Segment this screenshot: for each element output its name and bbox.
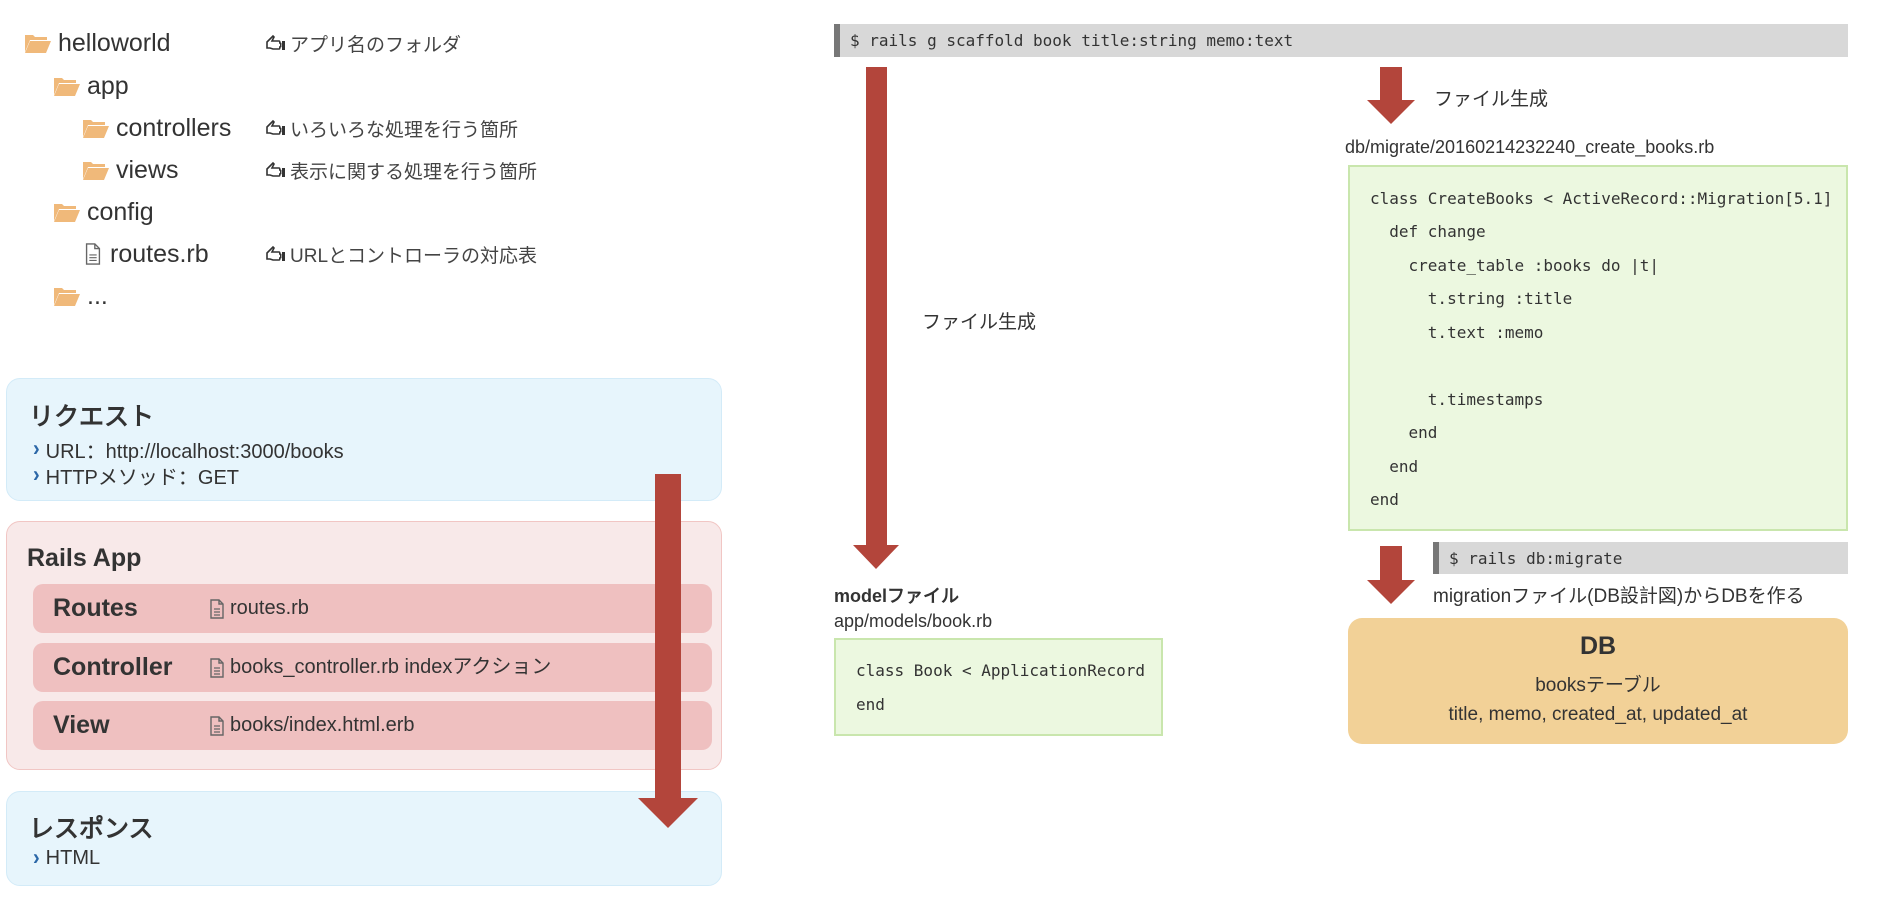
rails-row-file: books_controller.rb indexアクション <box>209 643 551 692</box>
db-title: DB <box>1579 632 1617 660</box>
response-title: レスポンス <box>29 815 154 843</box>
folder-open-icon <box>25 35 51 53</box>
chevron-right-icon: › <box>33 436 40 462</box>
tree-item-label: ... <box>87 281 108 310</box>
code-line: t.string :title <box>1370 289 1573 308</box>
migrate-command: $ rails db:migrate <box>1433 542 1848 574</box>
rails-row-view: View books/index.html.erb <box>33 701 712 750</box>
migrate-description: migrationファイル(DB設計図)からDBを作る <box>1433 586 1805 607</box>
file-icon <box>210 715 224 736</box>
folder-open-icon <box>54 204 80 222</box>
code-line: def change <box>1370 222 1486 241</box>
code-line: t.text :memo <box>1370 323 1544 342</box>
tree-item-controllers[interactable]: controllers <box>82 113 231 143</box>
tree-note: アプリ名のフォルダ <box>266 28 461 58</box>
model-path: app/models/book.rb <box>834 611 993 631</box>
tree-item-app[interactable]: app <box>53 71 129 101</box>
rails-app-box: Rails App Routes routes.rb Controller bo… <box>6 521 722 770</box>
arrow-down-icon <box>1367 580 1415 604</box>
code-line: create_table :books do |t| <box>1370 256 1659 275</box>
tree-item-label: controllers <box>116 113 232 142</box>
model-heading: modelファイル <box>834 586 960 606</box>
tree-item-helloworld[interactable]: helloworld <box>24 28 171 58</box>
scaffold-command: $ rails g scaffold book title:string mem… <box>834 24 1848 57</box>
folder-open-icon <box>83 162 109 180</box>
model-code-box: class Book < ApplicationRecord end <box>834 638 1163 736</box>
folder-open-icon <box>54 288 80 306</box>
db-box: DB booksテーブル title, memo, created_at, up… <box>1348 618 1848 744</box>
chevron-right-icon: › <box>33 845 40 871</box>
request-item: › HTTPメソッド：GET <box>33 462 240 489</box>
rails-row-label: Controller <box>53 653 173 681</box>
migration-code-box: class CreateBooks < ActiveRecord::Migrat… <box>1348 165 1848 531</box>
db-table-name: booksテーブル <box>1535 675 1661 696</box>
hand-point-left-icon <box>266 34 285 50</box>
tree-note: いろいろな処理を行う箇所 <box>266 113 518 143</box>
code-line: class CreateBooks < ActiveRecord::Migrat… <box>1370 189 1833 208</box>
tree-item-label: routes.rb <box>110 239 209 268</box>
code-line: end <box>1370 457 1419 476</box>
request-box: リクエスト › URL：http://localhost:3000/books … <box>6 378 722 501</box>
folder-open-icon <box>54 78 80 96</box>
generate-label-migration: ファイル生成 <box>1434 89 1549 110</box>
tree-item-label: helloworld <box>58 28 171 57</box>
tree-item-routes[interactable]: routes.rb <box>82 239 209 269</box>
rails-row-file: books/index.html.erb <box>209 701 415 750</box>
rails-app-title: Rails App <box>27 544 142 572</box>
rails-row-controller: Controller books_controller.rb indexアクショ… <box>33 643 712 692</box>
response-box: レスポンス › HTML <box>6 791 722 886</box>
tree-item-label: config <box>87 197 154 226</box>
tree-note: 表示に関する処理を行う箇所 <box>266 155 537 185</box>
code-line: end <box>1370 490 1399 509</box>
tree-item-label: views <box>116 155 179 184</box>
arrow-down-icon <box>638 798 698 828</box>
response-item: › HTML <box>33 845 101 871</box>
migration-path: db/migrate/20160214232240_create_books.r… <box>1345 137 1715 157</box>
rails-row-label: View <box>53 711 110 739</box>
chevron-right-icon: › <box>33 462 40 488</box>
tree-note: URLとコントローラの対応表 <box>266 239 537 269</box>
tree-item-label: app <box>87 71 129 100</box>
arrow-shaft <box>1380 67 1402 101</box>
generate-label-model: ファイル生成 <box>922 312 1037 333</box>
file-icon <box>210 657 224 678</box>
tree-item-views[interactable]: views <box>82 155 179 185</box>
arrow-down-icon <box>1367 100 1415 124</box>
tree-item-more[interactable]: ... <box>53 281 108 311</box>
rails-row-file: routes.rb <box>209 584 309 633</box>
code-line: end <box>1370 423 1438 442</box>
request-item: › URL：http://localhost:3000/books <box>33 436 344 463</box>
arrow-down-icon <box>853 545 899 569</box>
db-columns: title, memo, created_at, updated_at <box>1448 704 1748 725</box>
arrow-shaft <box>866 67 887 547</box>
file-icon <box>85 243 101 265</box>
rails-row-routes: Routes routes.rb <box>33 584 712 633</box>
code-line: class Book < ApplicationRecord <box>856 661 1145 680</box>
code-line: t.timestamps <box>1370 390 1544 409</box>
request-title: リクエスト <box>29 403 155 431</box>
tree-item-config[interactable]: config <box>53 197 154 227</box>
rails-row-label: Routes <box>53 594 138 622</box>
file-icon <box>210 598 224 619</box>
arrow-shaft <box>1380 546 1402 581</box>
code-line: end <box>856 695 885 714</box>
hand-point-left-icon <box>266 161 285 177</box>
arrow-shaft <box>655 474 681 800</box>
hand-point-left-icon <box>266 119 285 135</box>
hand-point-left-icon <box>266 245 285 261</box>
folder-open-icon <box>83 120 109 138</box>
